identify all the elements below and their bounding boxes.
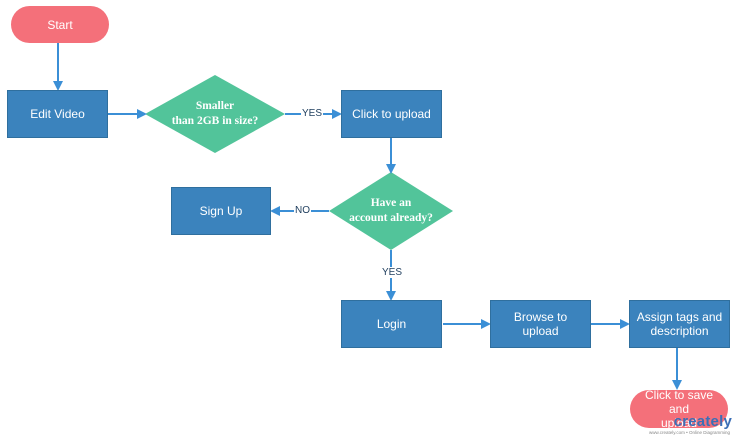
- creately-logo: creately: [673, 413, 732, 430]
- size-yes-label: YES: [301, 108, 324, 119]
- assign-tags-node: Assign tags and description: [629, 300, 730, 348]
- login-node: Login: [341, 300, 442, 348]
- start-label: Start: [47, 17, 73, 32]
- edit-video-label: Edit Video: [30, 107, 85, 121]
- sign-up-label: Sign Up: [199, 204, 243, 218]
- save-upload-label: Click to save and upload: [644, 388, 714, 430]
- account-check-diamond: [329, 172, 453, 250]
- sign-up-node: Sign Up: [171, 187, 271, 235]
- login-label: Login: [376, 317, 407, 331]
- click-upload-node: Click to upload: [341, 90, 442, 138]
- click-upload-label: Click to upload: [352, 107, 431, 121]
- browse-node: Browse to upload: [490, 300, 591, 348]
- account-yes-label: YES: [381, 267, 404, 278]
- creately-tagline: www.creately.com • Online Diagramming: [648, 430, 730, 435]
- account-no-label: NO: [294, 205, 311, 216]
- account-check-label: Have an account already?: [349, 197, 433, 224]
- save-upload-node: Click to save and upload: [630, 388, 728, 430]
- size-check-diamond: [145, 75, 285, 153]
- assign-tags-label: Assign tags and description: [636, 310, 723, 338]
- edit-video-node: Edit Video: [7, 90, 108, 138]
- size-check-label: Smaller than 2GB in size?: [171, 100, 259, 127]
- browse-label: Browse to upload: [513, 310, 568, 338]
- start-node: Start: [11, 6, 109, 43]
